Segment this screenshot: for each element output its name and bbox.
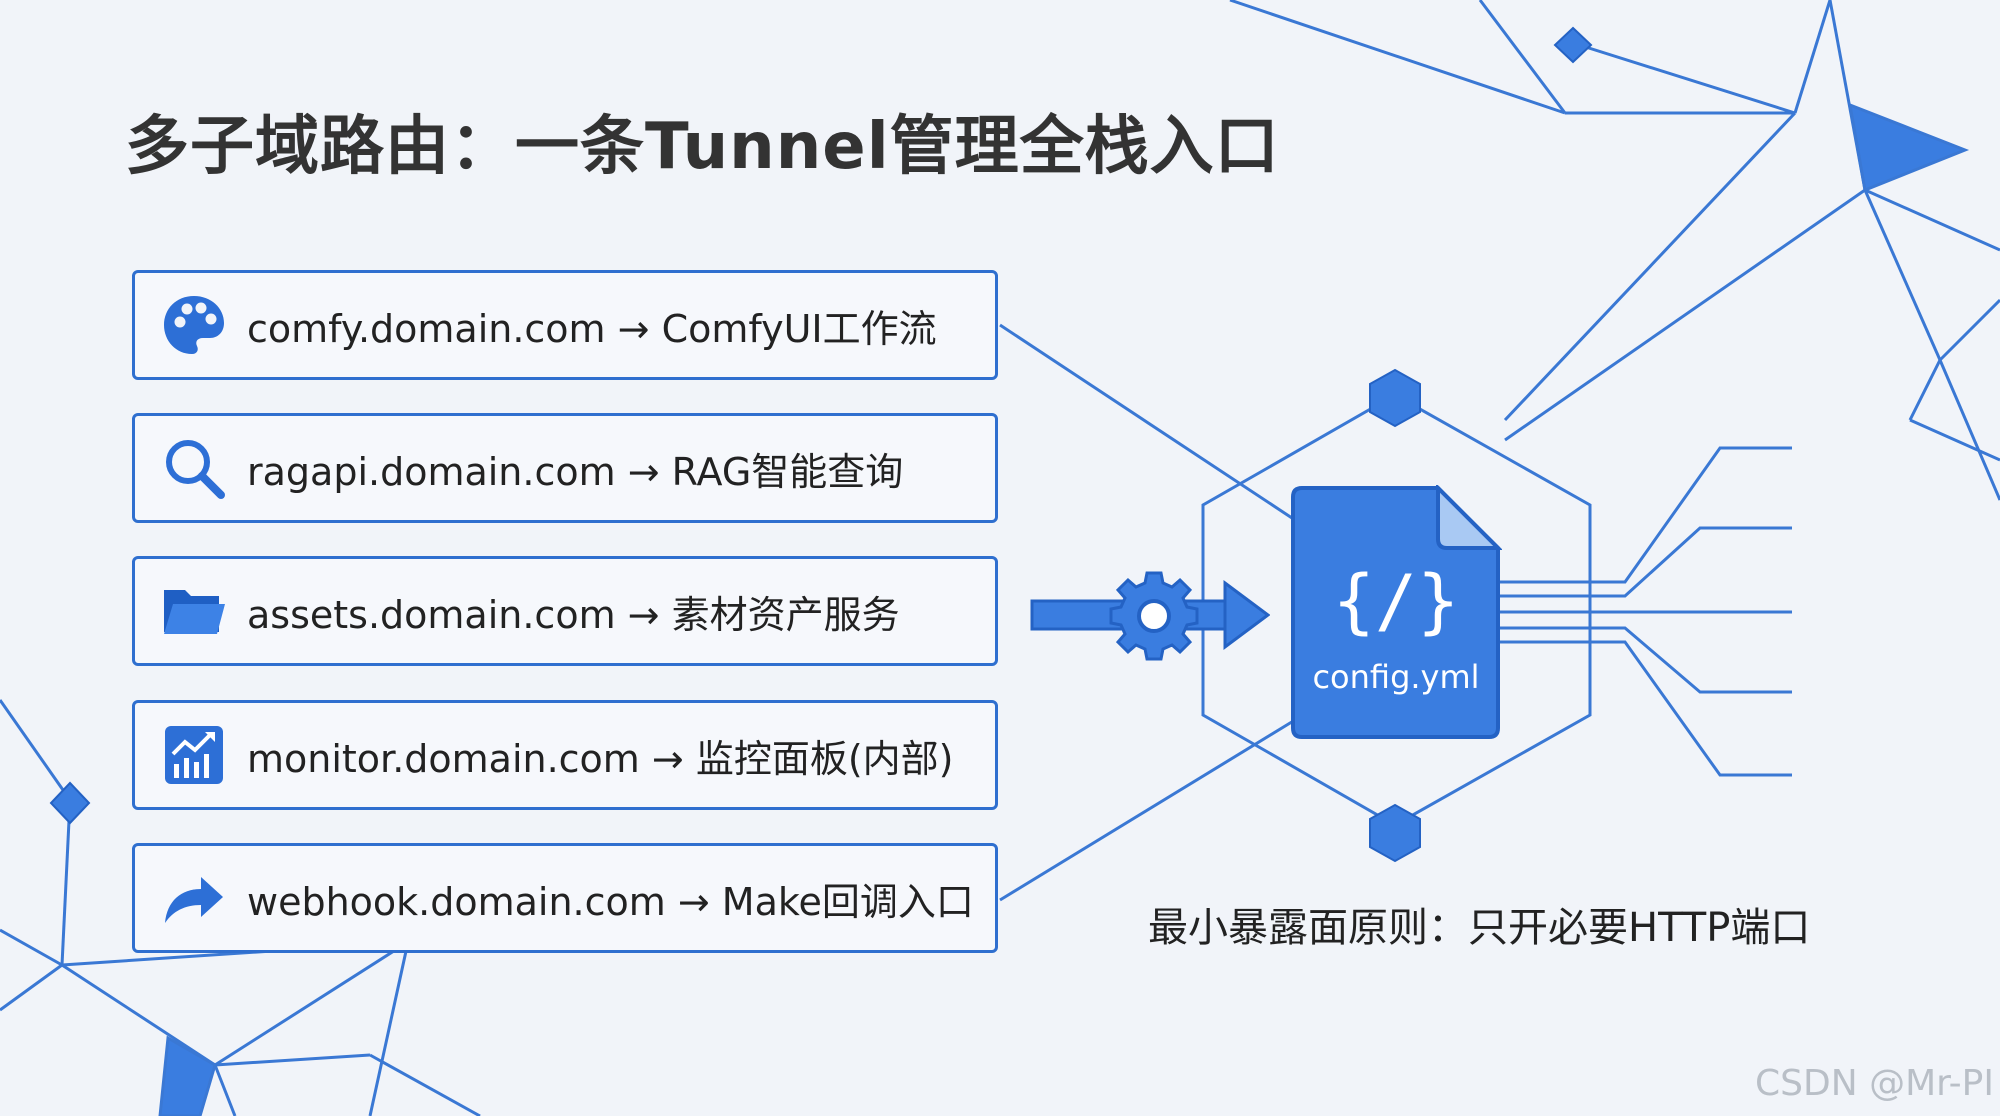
route-card-ragapi: ragapi.domain.com → RAG智能查询 — [132, 413, 998, 523]
route-label: monitor.domain.com → 监控面板(内部) — [247, 736, 954, 781]
watermark: CSDN @Mr-PI — [1755, 1063, 1994, 1104]
route-label: ragapi.domain.com → RAG智能查询 — [247, 449, 904, 494]
gear-arrow — [1030, 571, 1270, 661]
config-file-icon — [1291, 485, 1502, 739]
palette-icon — [159, 290, 229, 360]
share-arrow-icon — [159, 863, 229, 933]
route-label: assets.domain.com → 素材资产服务 — [247, 592, 900, 637]
principle-note: 最小暴露面原则：只开必要HTTP端口 — [1148, 905, 1811, 951]
route-card-monitor: monitor.domain.com → 监控面板(内部) — [132, 700, 998, 810]
route-card-assets: assets.domain.com → 素材资产服务 — [132, 556, 998, 666]
config-file-label: config.yml — [1312, 658, 1480, 696]
route-label: webhook.domain.com → Make回调入口 — [247, 879, 974, 924]
route-label: comfy.domain.com → ComfyUI工作流 — [247, 306, 937, 351]
page-title: 多子域路由：一条Tunnel管理全栈入口 — [125, 110, 1280, 184]
route-card-webhook: webhook.domain.com → Make回调入口 — [132, 843, 998, 953]
gear-icon — [1109, 571, 1199, 661]
route-card-comfy: comfy.domain.com → ComfyUI工作流 — [132, 270, 998, 380]
chart-icon — [159, 720, 229, 790]
folder-icon — [159, 576, 229, 646]
search-icon — [159, 433, 229, 503]
code-glyph: {/} — [1332, 560, 1460, 642]
